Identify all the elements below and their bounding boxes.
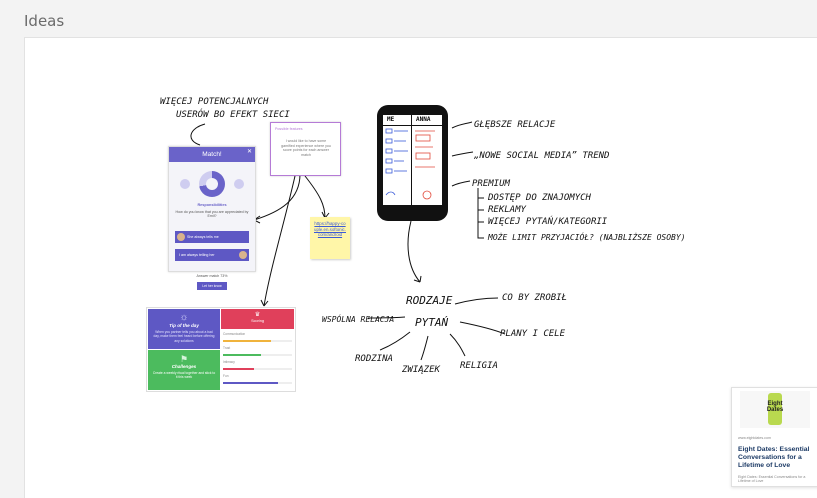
whiteboard-canvas[interactable] [24,37,817,498]
sketch-note-premium: PREMIUM [472,179,511,189]
app-cards-image[interactable]: ☼ Tip of the day When you partner tells … [146,307,296,392]
challenges-card: ⚑ Challenges Create a weekly ritual toge… [148,350,220,390]
mindmap-branch-relationship-status: ZWIĄZEK [401,365,441,375]
feature-note[interactable]: Possible features I would like to have s… [270,122,341,176]
flag-icon: ⚑ [179,354,189,364]
tip-card: ☼ Tip of the day When you partner tells … [148,309,220,349]
scoring-card: ♛ Scoring [221,309,294,329]
phone-doodles [385,128,435,200]
feature-note-title: Possible features [275,127,303,131]
phone-col-me: ME [387,116,395,123]
sketch-top-note-2: USERÓW BO EFEKT SIECI [176,108,290,120]
book-host: www.eightdates.com [738,436,771,440]
challenges-body: Create a weekly ritual together and stic… [152,371,216,380]
match-title: Match! [169,147,255,162]
mindmap-center-1: RODZAJE [406,294,453,307]
score-row: Trust [223,346,292,360]
book-desc: Eight Dates: Essential Conversations for… [738,475,806,484]
board-title: Ideas [24,12,65,30]
sketch-top-note-1: WIĘCEJ POTENCJALNYCH [160,97,269,107]
match-screen-image[interactable]: Match! ✕ Responsibilities How do you kno… [168,146,256,290]
mindmap-branch-religion: RELIGIA [460,361,498,371]
challenges-title: Challenges [171,364,197,369]
score-row: Intimacy [223,360,292,374]
feature-note-body: I would like to have some gamified exper… [281,139,331,158]
mindmap-center-2: PYTAŃ [415,316,448,329]
score-list: Communication Trust Intimacy Fun [223,332,292,388]
trophy-icon: ♛ [254,312,261,318]
mindmap-branch-family: RODZINA [355,354,393,364]
tip-title: Tip of the day [169,323,199,328]
avatar [177,233,185,241]
book-title[interactable]: Eight Dates: Essential Conversations for… [738,446,810,469]
close-icon: ✕ [246,149,252,155]
sketch-note-social: „NOWE SOCIAL MEDIA” TREND [473,151,609,161]
mindmap-branch-relationship: WSPÓLNA RELACJA [322,313,394,324]
phone-col-anna: ANNA [416,116,431,123]
sketch-note-ads: REKLAMY [488,205,527,215]
heart-icon [180,179,190,189]
match-answer-1: She always tells me [175,231,249,243]
sketch-note-limit: MOŻE LIMIT PRZYJACIÓŁ? (NAJBLIŻSZE OSOBY… [487,231,685,242]
phone-screen: ME ANNA [383,115,442,205]
sketch-note-relations: GŁĘBSZE RELACJE [474,120,556,130]
score-row: Communication [223,332,292,346]
tip-body: When you partner tells you about a bad d… [153,330,215,343]
sketch-layer: WIĘCEJ POTENCJALNYCH USERÓW BO EFEKT SIE… [160,97,685,375]
match-answer-2: I am always telling her [175,249,249,261]
mindmap-branch-plans: PLANY I CELE [500,329,566,339]
phone-sketch[interactable]: ME ANNA [377,105,448,221]
chat-icon [234,179,244,189]
match-question: How do you know that you are appreciated… [175,210,249,218]
match-heading: Responsibilities [197,203,227,207]
book-link-card[interactable]: Eight Dates www.eightdates.com Eight Dat… [731,387,817,487]
match-donut-chart [199,171,225,197]
score-row: Fun [223,374,292,388]
sticky-note-link[interactable]: https://happy-couple.en.softonic.com/and… [310,217,350,259]
scoring-title: Scoring [251,319,264,323]
match-footer: Answer match 73% [196,274,228,278]
avatar [239,251,247,259]
lightbulb-icon: ☼ [179,312,189,323]
sketch-note-more-questions: WIĘCEJ PYTAŃ/KATEGORII [488,215,608,227]
mindmap-branch-would-do: CO BY ZROBIŁ [502,293,567,303]
let-her-know-button[interactable]: Let her know [197,282,227,290]
book-cover-image: Eight Dates [740,391,810,428]
sketch-note-friends: DOSTĘP DO ZNAJOMYCH [487,193,592,203]
book-cover-text: Eight Dates [766,401,784,413]
